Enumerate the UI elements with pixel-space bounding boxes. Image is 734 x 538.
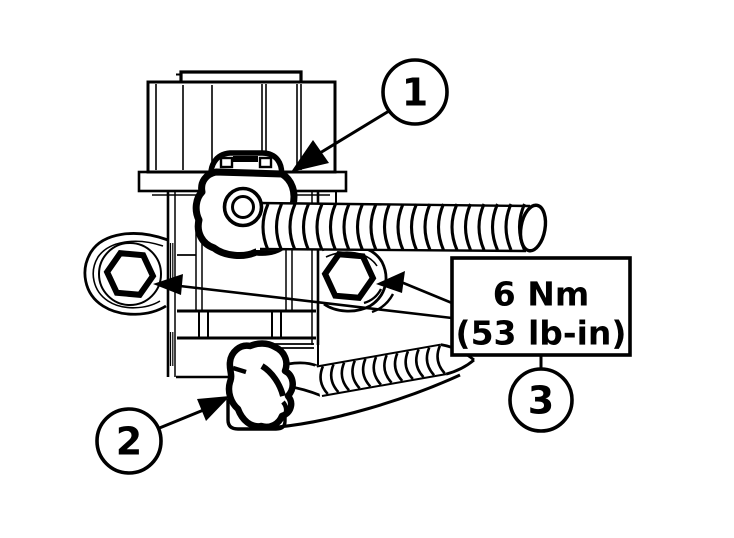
callout-3-number: 3 xyxy=(528,379,554,423)
hose-port-ring xyxy=(222,186,264,228)
arrowhead-2 xyxy=(197,396,230,421)
torque-value-nm: 6 Nm xyxy=(493,275,589,314)
torque-spec-box: 6 Nm (53 lb-in) xyxy=(450,256,632,357)
callout-1-number: 1 xyxy=(402,71,428,115)
arrowhead-left-bolt xyxy=(153,274,183,295)
bottom-electrical-connector xyxy=(225,340,296,431)
harness-outer-edge xyxy=(265,373,461,430)
left-hex-bolt xyxy=(103,250,157,298)
hose-corrugations xyxy=(261,203,526,251)
callout-3: 3 xyxy=(508,367,574,433)
callout-1: 1 xyxy=(381,58,449,126)
canister-cap xyxy=(179,70,303,83)
callout-2: 2 xyxy=(95,407,163,475)
lower-corrugated-sleeve xyxy=(314,343,449,398)
callout-1-circle xyxy=(381,58,449,126)
right-hex-bolt xyxy=(321,251,377,301)
callout-2-number: 2 xyxy=(116,420,142,464)
callout-leaders xyxy=(153,109,543,431)
arrowhead-1 xyxy=(291,140,329,172)
arrowhead-right-bolt xyxy=(376,271,405,293)
clip-window-left xyxy=(219,156,234,169)
right-ear-edge-arcs xyxy=(363,288,395,314)
callout-3-circle xyxy=(508,367,574,433)
hose-end-cap xyxy=(518,203,548,253)
clip-window-right xyxy=(258,156,273,169)
lower-harness xyxy=(265,343,475,430)
connector-boot xyxy=(225,340,296,431)
leader-line-right-bolt xyxy=(400,280,453,305)
callout-2-circle xyxy=(95,407,163,475)
upper-corrugated-hose xyxy=(256,201,548,253)
leader-line-2 xyxy=(156,407,207,431)
leader-line-1 xyxy=(314,109,390,158)
leader-line-left-bolt xyxy=(179,284,453,320)
torque-value-lbin: (53 lb-in) xyxy=(455,314,626,353)
left-mounting-ear xyxy=(83,232,169,316)
clip-latch-bar xyxy=(233,156,258,162)
